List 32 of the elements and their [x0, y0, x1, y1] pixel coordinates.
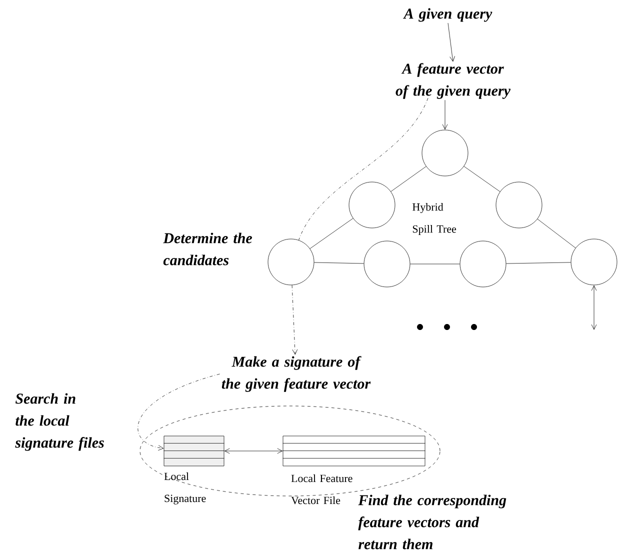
connector-line — [464, 166, 500, 192]
tree-node-circle — [348, 182, 396, 228]
arrow — [442, 100, 448, 130]
tree-node-circle — [496, 182, 542, 228]
tree-node-circle — [364, 240, 410, 288]
annotation-text: Determine the candidates — [163, 232, 252, 266]
arrow — [591, 285, 597, 330]
annotation-text: Find the corresponding feature vectors and return them — [358, 494, 506, 550]
connector-line — [537, 218, 576, 248]
file-caption: Local Signature — [164, 472, 206, 504]
step-text: A given query — [403, 8, 492, 22]
connector-line — [390, 166, 426, 192]
tree-node-circle — [460, 240, 506, 288]
file-caption: Local Feature Vector File — [291, 474, 352, 504]
connector-line — [314, 262, 364, 264]
arrow — [448, 22, 455, 62]
file-stack — [282, 436, 426, 466]
arrow — [292, 284, 298, 355]
arrow — [224, 448, 283, 454]
connector-line — [506, 262, 571, 264]
dashed-ellipse — [140, 406, 440, 496]
file-stack — [164, 436, 224, 466]
connector-line — [298, 98, 428, 240]
annotation-text: Search in the local signature files — [15, 393, 104, 451]
tree-node-circle — [570, 238, 618, 286]
annotation-text: Hybrid Spill Tree — [412, 203, 456, 235]
connector-line — [310, 218, 354, 249]
arrow — [138, 374, 220, 451]
tree-node-circle — [268, 238, 314, 286]
step-text: A feature vector of the given query — [396, 63, 511, 99]
step-text: Make a signature of the given feature vector — [222, 356, 371, 392]
tree-node-circle — [422, 130, 468, 176]
